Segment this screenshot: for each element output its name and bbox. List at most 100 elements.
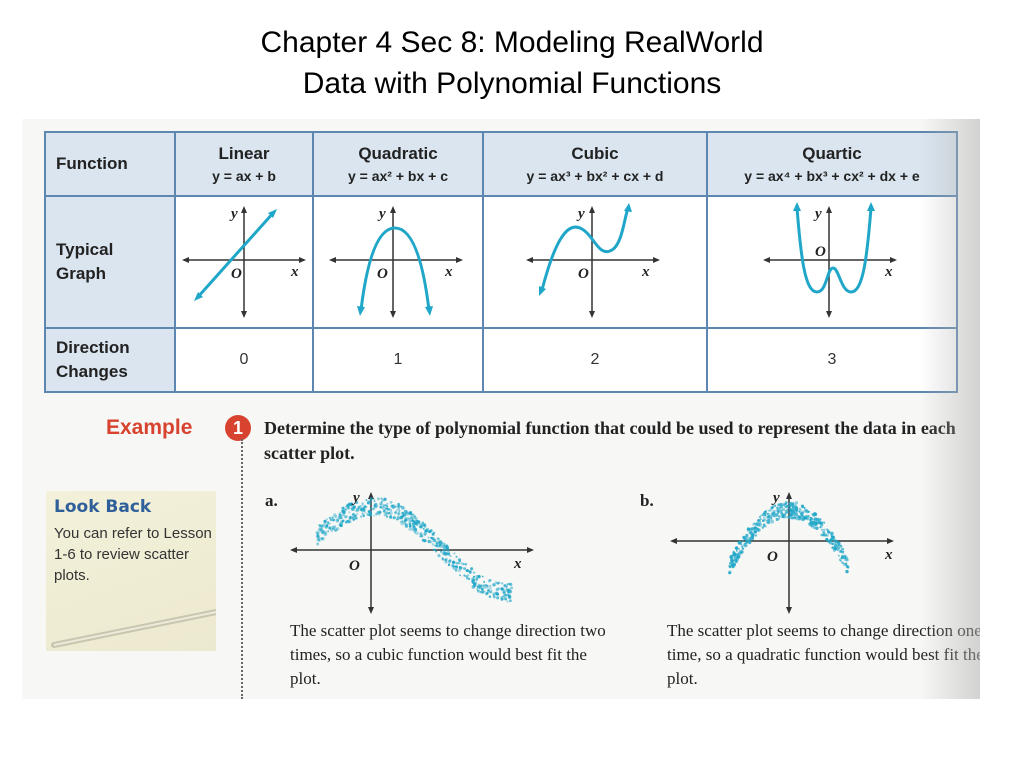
scatter-point <box>341 513 346 517</box>
x-axis-label: x <box>641 264 650 280</box>
scatter-point <box>321 524 325 528</box>
x-axis-arrow <box>329 256 336 263</box>
y-axis-label: y <box>351 490 360 506</box>
scatter-point <box>758 521 762 525</box>
scatter-point <box>338 513 341 516</box>
scatter-point <box>451 560 456 564</box>
example-prompt: Determine the type of polynomial functio… <box>264 418 956 463</box>
scatter-point <box>813 523 815 526</box>
scatter-point <box>844 562 848 566</box>
scatter-point <box>319 526 322 529</box>
scatter-point <box>411 528 415 531</box>
scatter-point <box>397 505 400 508</box>
curve-arrow <box>357 305 365 316</box>
scatter-point <box>743 544 746 547</box>
y-axis-label: y <box>576 206 585 222</box>
scatter-point <box>363 505 367 508</box>
scatter-point <box>455 555 458 558</box>
scatter-point <box>845 565 849 568</box>
scatter-point <box>739 550 743 554</box>
scatter-point <box>506 583 509 585</box>
row-header-line: Graph <box>56 264 107 283</box>
scatter-point <box>389 500 393 504</box>
scatter-point <box>331 530 333 533</box>
scatter-point <box>414 517 418 521</box>
scatter-point <box>343 509 346 512</box>
scatter-point <box>817 520 822 525</box>
scatter-point <box>785 501 788 504</box>
scatter-point <box>789 503 793 507</box>
scatter-point <box>762 519 765 522</box>
x-axis-label: x <box>513 556 522 572</box>
scatter-point <box>773 509 776 513</box>
scatter-point <box>486 591 490 595</box>
scatter-point <box>837 549 839 552</box>
row-header-line: Typical <box>56 240 114 259</box>
scatter-point <box>369 497 374 501</box>
x-axis-arrow <box>290 547 297 553</box>
scatter-point <box>501 595 504 598</box>
scatter-point <box>465 569 469 573</box>
scatter-point <box>458 562 461 565</box>
scatter-point <box>841 556 844 560</box>
scatter-point <box>841 561 844 564</box>
textbook-scan: Function Linear y = ax + b Quadratic y =… <box>22 119 980 699</box>
scatter-point <box>504 593 508 597</box>
scatter-point <box>444 559 447 562</box>
function-equation: y = ax³ + bx² + cx + d <box>526 168 664 184</box>
column-cubic: Cubic y = ax³ + bx² + cx + d <box>482 131 708 197</box>
scatter-point <box>770 519 774 524</box>
scatter-point <box>397 507 400 510</box>
scatter-point <box>335 518 339 522</box>
graph-cell-quartic: O x y <box>706 195 958 329</box>
scatter-point <box>318 539 321 543</box>
scatter-point <box>329 519 332 522</box>
scatter-point <box>784 509 788 513</box>
scatter-point <box>350 504 354 508</box>
scatter-point <box>326 521 330 525</box>
scatter-point <box>820 528 823 531</box>
scatter-point <box>770 514 773 517</box>
scatter-point <box>510 586 513 590</box>
scatter-point <box>806 515 810 518</box>
scatter-point <box>825 534 828 537</box>
scatter-point <box>763 510 766 513</box>
scatter-point <box>355 508 360 512</box>
scatter-point <box>782 513 785 516</box>
direction-changes-quartic: 3 <box>706 327 958 393</box>
scatter-point <box>366 501 370 505</box>
scatter-point <box>404 524 409 528</box>
y-axis-label: y <box>229 206 238 222</box>
scatter-point <box>328 516 332 520</box>
scatter-point <box>784 511 788 515</box>
scatter-point <box>436 537 439 540</box>
scatter-point <box>328 527 331 530</box>
scatter-point <box>505 598 507 601</box>
scatter-point <box>770 518 773 521</box>
scatter-point <box>373 500 376 503</box>
scatter-point <box>332 527 335 531</box>
scatter-point <box>435 544 438 547</box>
scatter-point <box>800 513 804 517</box>
scatter-point <box>757 524 760 527</box>
scatter-point <box>770 506 774 510</box>
scatter-point <box>367 501 371 505</box>
scatter-point <box>386 502 389 505</box>
scatter-point <box>367 514 370 516</box>
linear-curve <box>195 210 276 299</box>
column-quartic: Quartic y = ax⁴ + bx³ + cx² + dx + e <box>706 131 958 197</box>
scatter-point <box>745 533 749 537</box>
quartic-curve <box>795 207 873 294</box>
function-equation: y = ax² + bx + c <box>347 168 448 184</box>
column-quadratic: Quadratic y = ax² + bx + c <box>312 131 484 197</box>
quadratic-curve <box>359 225 431 310</box>
scatter-point <box>740 543 743 546</box>
scatter-point <box>356 512 359 515</box>
scatter-point <box>793 516 797 520</box>
scatter-point <box>349 515 352 518</box>
scatter-point <box>482 584 486 588</box>
scatter-point <box>492 595 496 599</box>
scatter-point <box>465 575 468 578</box>
scatter-point <box>399 520 402 523</box>
scatter-point <box>419 532 423 536</box>
